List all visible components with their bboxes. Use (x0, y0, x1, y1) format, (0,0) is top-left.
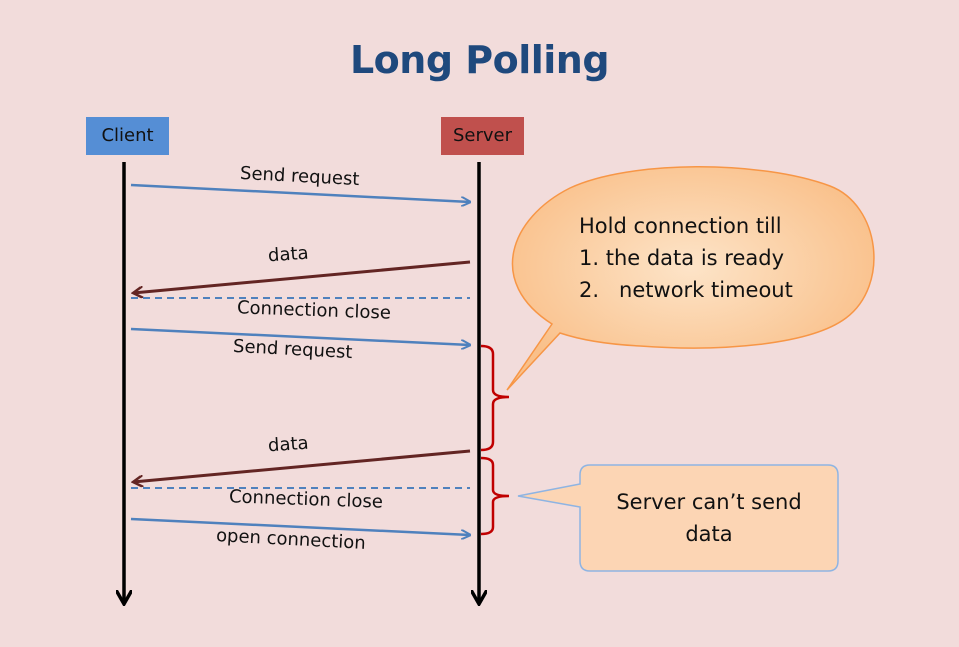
callout-item: 2. network timeout (579, 278, 793, 302)
server-cant-send-note (517, 464, 839, 572)
server-actor: Server (441, 117, 524, 155)
hold-connection-callout (506, 166, 875, 391)
message-label: data (267, 432, 310, 457)
hold-bracket (480, 344, 510, 452)
client-actor: Client (86, 117, 169, 155)
callout-item: 1. the data is ready (579, 246, 784, 270)
data-arrow-1 (133, 260, 471, 293)
note-text: Server can’t send data (616, 490, 802, 546)
diagram-title: Long Polling (349, 38, 610, 82)
cannot-send-bracket (480, 456, 510, 536)
message-label: data (267, 242, 310, 267)
callout-heading: Hold connection till (579, 214, 782, 238)
send-request-arrow-2 (130, 327, 470, 345)
send-request-arrow-1 (130, 183, 470, 202)
data-arrow-2 (133, 449, 471, 482)
open-connection-arrow (130, 517, 470, 535)
